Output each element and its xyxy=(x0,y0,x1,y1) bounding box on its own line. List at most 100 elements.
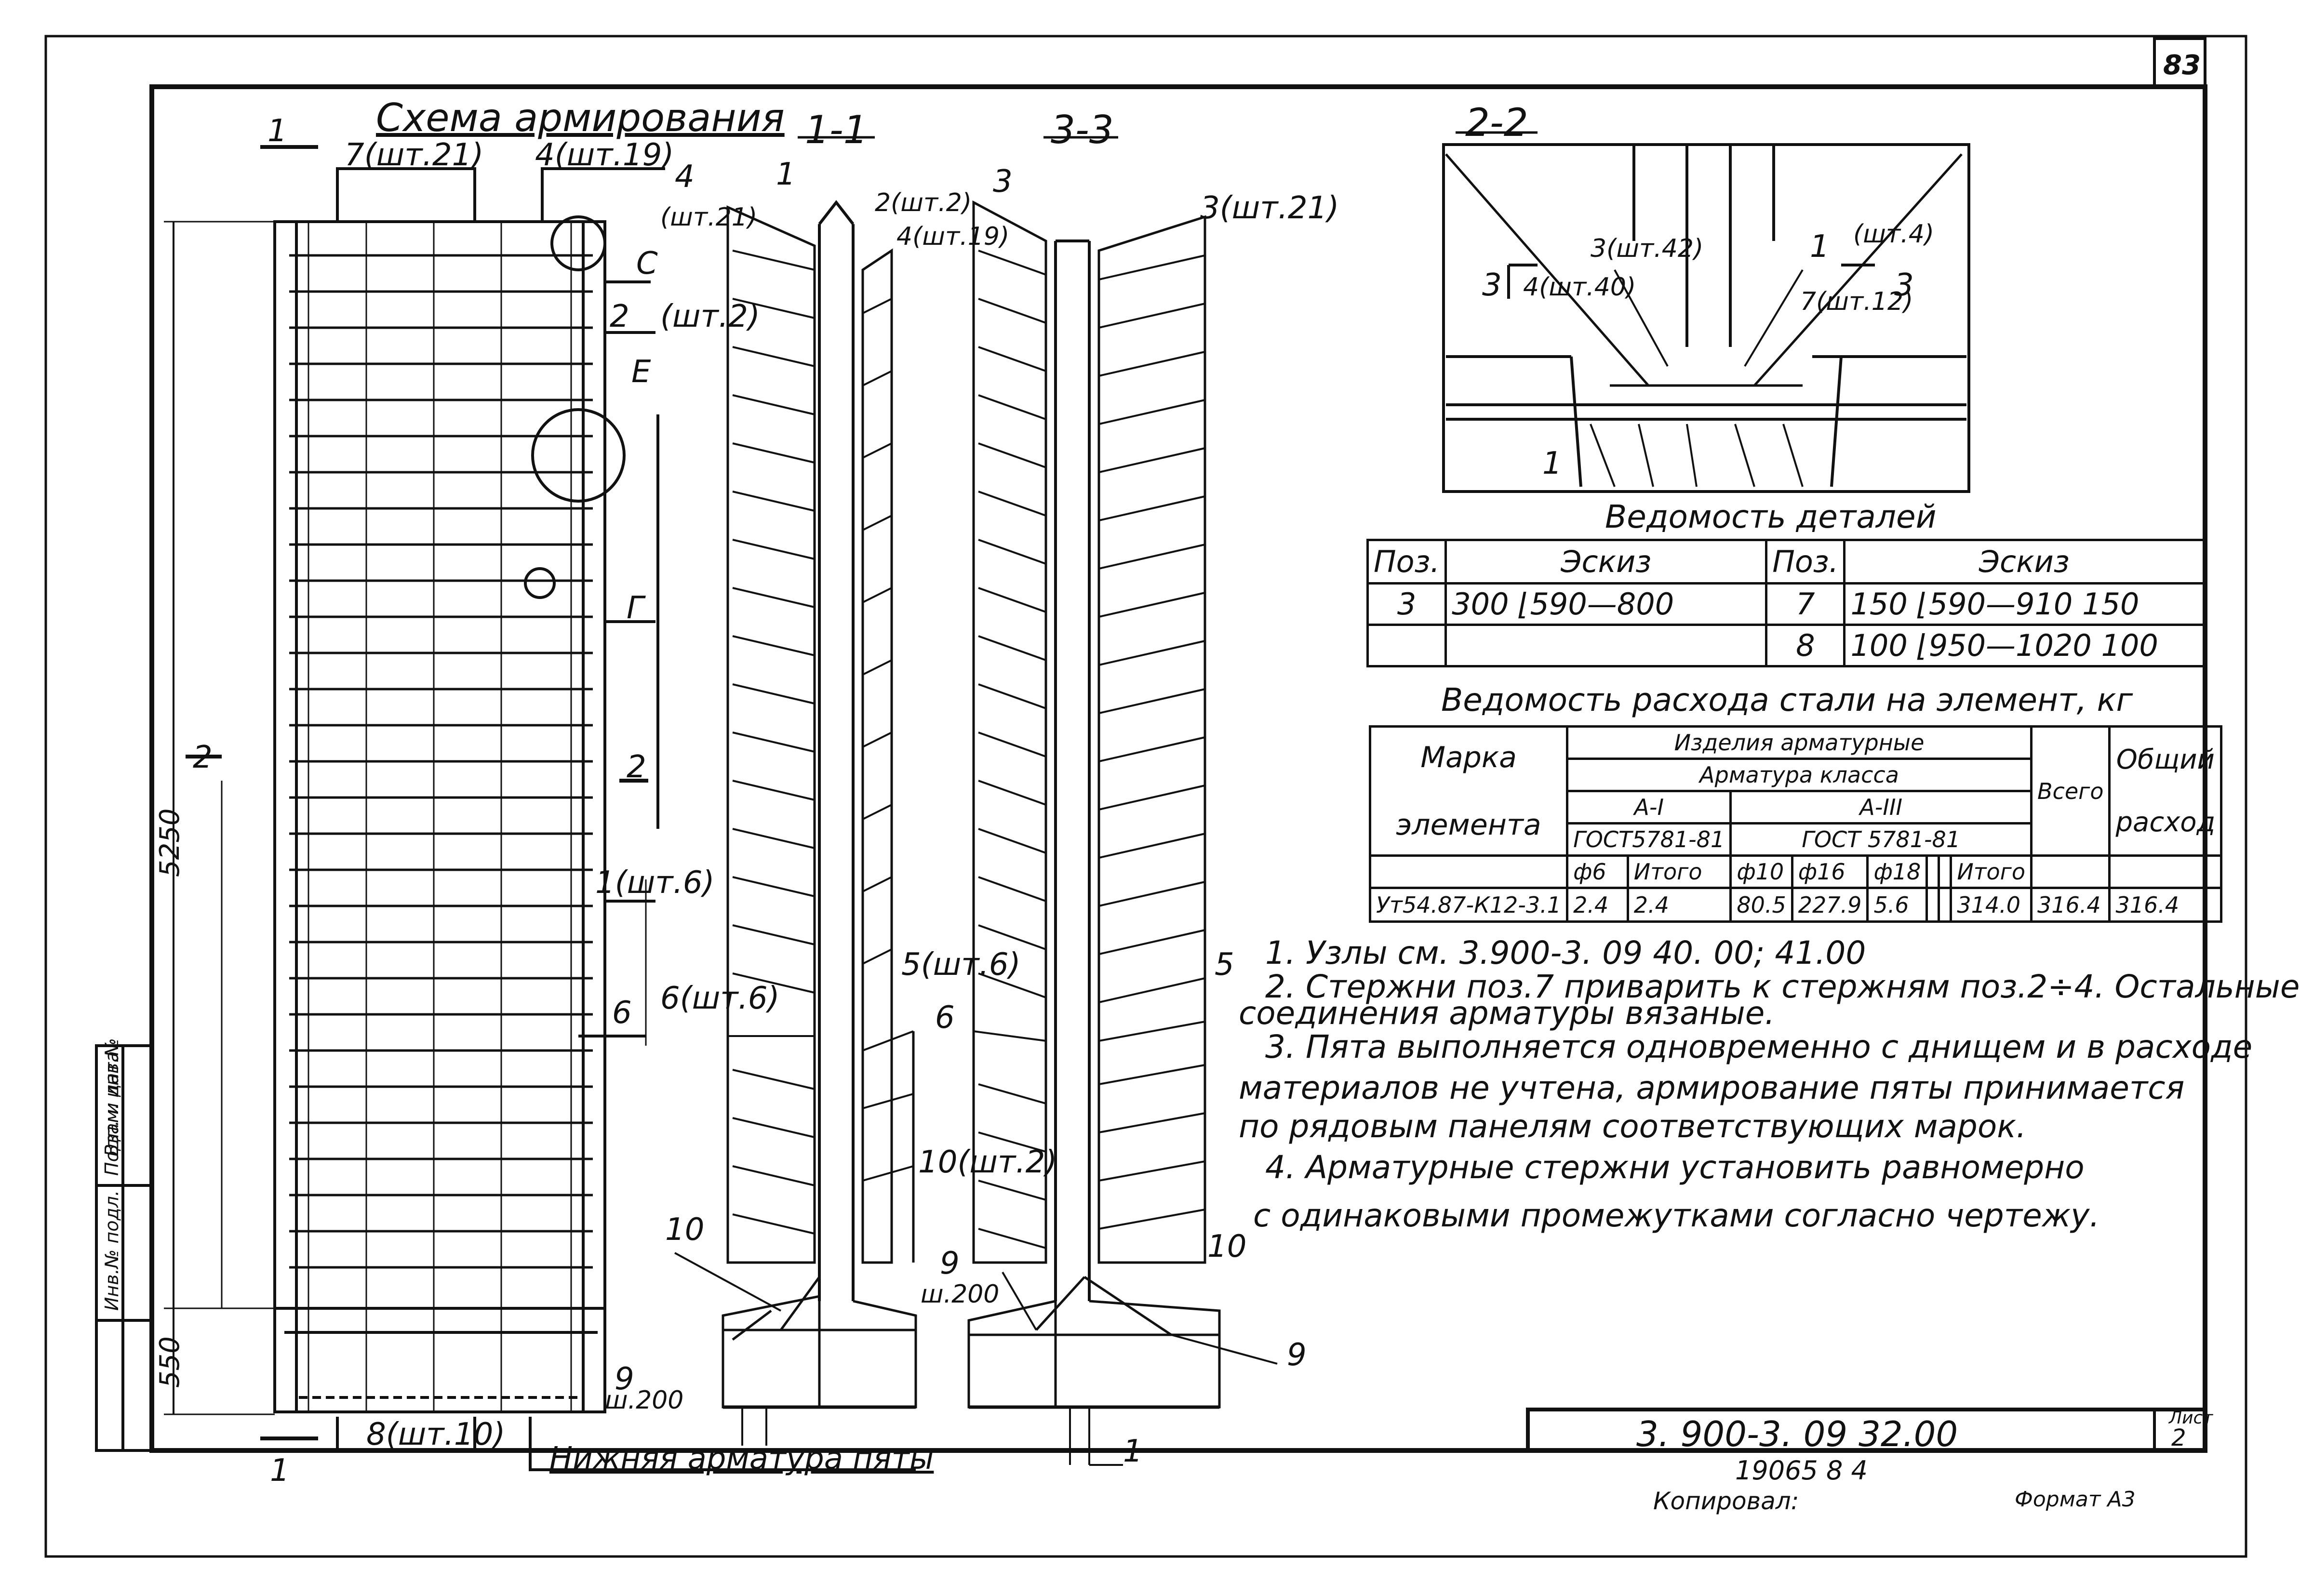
list-label: Лист xyxy=(2169,1408,2213,1428)
scheme-section-marker: 1 xyxy=(267,113,287,149)
steel-empty-cell xyxy=(1938,854,1952,889)
details-row1-pos2: 7 xyxy=(1765,582,1846,626)
scheme-label-2: 2 xyxy=(610,299,629,334)
details-header-pos1: Поз. xyxy=(1366,539,1447,585)
scheme-bottom-9: 9 xyxy=(615,1361,634,1397)
steel-total-header: Всего xyxy=(2030,725,2111,857)
reinforcement-scheme xyxy=(164,145,916,1471)
details-row1-sketch2: 150 ⌊590—910 150 xyxy=(1843,582,2205,626)
section-1-1-label-4-count: (шт.21) xyxy=(660,203,758,232)
section-1-1-label-4: 4 xyxy=(675,159,695,195)
section-3-3-title: 3-3 xyxy=(1051,107,1114,152)
note-1: 1. Узлы см. 3.900-3. 09 40. 00; 41.00 xyxy=(1265,934,1866,971)
steel-empty-cell xyxy=(1926,887,1940,923)
note-3: 3. Пята выполняется одновременно с днище… xyxy=(1265,1028,2253,1065)
section-1-1-label-6-6: 6(шт.6) xyxy=(660,981,780,1016)
note-2-continued: соединения арматуры вязаные. xyxy=(1239,995,1775,1032)
steel-gost2: ГОСТ 5781-81 xyxy=(1729,822,2033,857)
steel-products-header: Изделия арматурные xyxy=(1566,725,2033,760)
details-row2-pos2: 8 xyxy=(1765,624,1846,667)
scheme-label-1-count: 1(шт.6) xyxy=(595,865,715,901)
steel-empty-cell xyxy=(1926,854,1940,889)
details-title: Ведомость деталей xyxy=(1605,498,1937,535)
steel-mark-header: Марка элемента xyxy=(1368,725,1569,857)
title-block xyxy=(1526,1408,2207,1452)
steel-empty-cell xyxy=(2108,854,2223,889)
steel-common-header-line2: расход xyxy=(2115,807,2216,838)
copied-by: Копировал: xyxy=(1653,1487,1799,1515)
scheme-bottom-bar: 8(шт.10) xyxy=(366,1417,506,1452)
section-1-1-label-9-pitch: ш.200 xyxy=(921,1280,1000,1309)
steel-class1: А-I xyxy=(1566,790,1732,825)
section-1-1-title: 1-1 xyxy=(805,107,868,152)
section-1-1-label-4-19: 4(шт.19) xyxy=(896,222,1010,251)
scheme-section-marker-bottom: 1 xyxy=(270,1453,290,1489)
section-3-3-label-10-2: 10(шт.2) xyxy=(918,1144,1057,1180)
scheme-label-6: 6 xyxy=(612,995,632,1031)
scheme-top-left-bar: 7(шт.21) xyxy=(345,137,484,173)
scheme-label-e: Е xyxy=(631,354,651,390)
steel-mark-header-line2: элемента xyxy=(1396,808,1541,842)
section-2-2-marker-3-left: 3 xyxy=(1482,267,1502,303)
steel-row-v18: 5.6 xyxy=(1866,887,1928,923)
section-2-2-drawing xyxy=(1442,131,1970,493)
outer-frame xyxy=(44,35,2247,1558)
details-table: Поз. Эскиз Поз. Эскиз 3 300 ⌊590—800 7 1… xyxy=(1366,539,2205,667)
scheme-bottom-caption: Нижняя арматура пяты xyxy=(549,1441,934,1476)
note-4-continued: с одинаковыми промежутками согласно черт… xyxy=(1253,1197,2100,1234)
section-1-1-label-1: 1 xyxy=(776,157,796,192)
section-3-3-label-5-6: 5(шт.6) xyxy=(901,947,1021,983)
steel-d6: ф6 xyxy=(1566,854,1629,889)
section-2-2-label-7-12: 7(шт.12) xyxy=(1800,287,1913,316)
section-3-3-label-10: 10 xyxy=(1207,1229,1247,1264)
steel-d16: ф16 xyxy=(1791,854,1869,889)
note-2: 2. Стержни поз.7 приварить к стержням по… xyxy=(1265,968,2300,1005)
list-number: 2 xyxy=(2171,1424,2186,1451)
details-header-sketch2: Эскиз xyxy=(1843,539,2205,585)
scheme-label-c: С xyxy=(636,246,658,281)
steel-row-itogo1: 2.4 xyxy=(1626,887,1732,923)
section-2-2-label-1-count: (шт.4) xyxy=(1853,220,1935,249)
steel-row-v16: 227.9 xyxy=(1791,887,1869,923)
section-1-1-drawing xyxy=(674,136,917,1446)
section-2-2-title: 2-2 xyxy=(1465,100,1528,145)
section-3-3-label-1: 1 xyxy=(1123,1434,1143,1469)
note-3-continued-1: материалов не учтена, армирование пяты п… xyxy=(1239,1069,2185,1106)
steel-title: Ведомость расхода стали на элемент, кг xyxy=(1441,681,2133,718)
steel-d18: ф18 xyxy=(1866,854,1928,889)
steel-empty-cell xyxy=(1938,887,1952,923)
details-row2-sketch2: 100 ⌊950—1020 100 xyxy=(1843,624,2205,667)
steel-empty-cell xyxy=(2030,854,2111,889)
steel-itogo1: Итого xyxy=(1626,854,1732,889)
steel-row-mark: Ут54.87-К12-3.1 xyxy=(1368,887,1569,923)
section-3-3-drawing xyxy=(967,136,1278,1466)
details-row1-pos1: 3 xyxy=(1366,582,1447,626)
steel-row-total: 316.4 xyxy=(2030,887,2111,923)
details-row1-sketch1: 300 ⌊590—800 xyxy=(1444,582,1768,626)
section-2-2-label-1: 1 xyxy=(1810,229,1830,265)
scheme-label-2-count: (шт.2) xyxy=(660,299,760,334)
section-3-3-label-3: 3 xyxy=(993,164,1013,200)
steel-class2: А-III xyxy=(1729,790,2033,825)
details-header-pos2: Поз. xyxy=(1765,539,1846,585)
steel-mark-header-line1: Марка xyxy=(1420,740,1517,774)
scheme-title: Схема армирования xyxy=(376,95,785,140)
steel-row-itogo2: 314.0 xyxy=(1950,887,2033,923)
steel-empty-cell xyxy=(1368,854,1569,889)
scheme-dim-bottom: 550 xyxy=(154,1336,186,1388)
margin-inv-orig: Инв.№ подл. xyxy=(101,1190,122,1311)
details-row2-sketch1 xyxy=(1444,624,1768,667)
section-3-3-label-6: 6 xyxy=(935,1000,955,1036)
section-3-3-label-9: 9 xyxy=(1287,1337,1307,1373)
section-1-1-label-2-2: 2(шт.2) xyxy=(875,188,972,217)
steel-table: Марка элемента Изделия арматурные Всего … xyxy=(1368,725,2223,923)
scheme-bottom-9-pitch: ш.200 xyxy=(605,1386,684,1415)
section-2-2-label-4-40: 4(шт.40) xyxy=(1523,273,1636,302)
sheet-number-box xyxy=(2153,37,2206,88)
sheet-number: 83 xyxy=(2163,50,2201,81)
note-4: 4. Арматурные стержни установить равноме… xyxy=(1265,1149,2085,1186)
margin-inv-dup: Взам. инв.№ xyxy=(101,1038,122,1157)
scheme-section-2-left: 2 xyxy=(193,740,213,775)
